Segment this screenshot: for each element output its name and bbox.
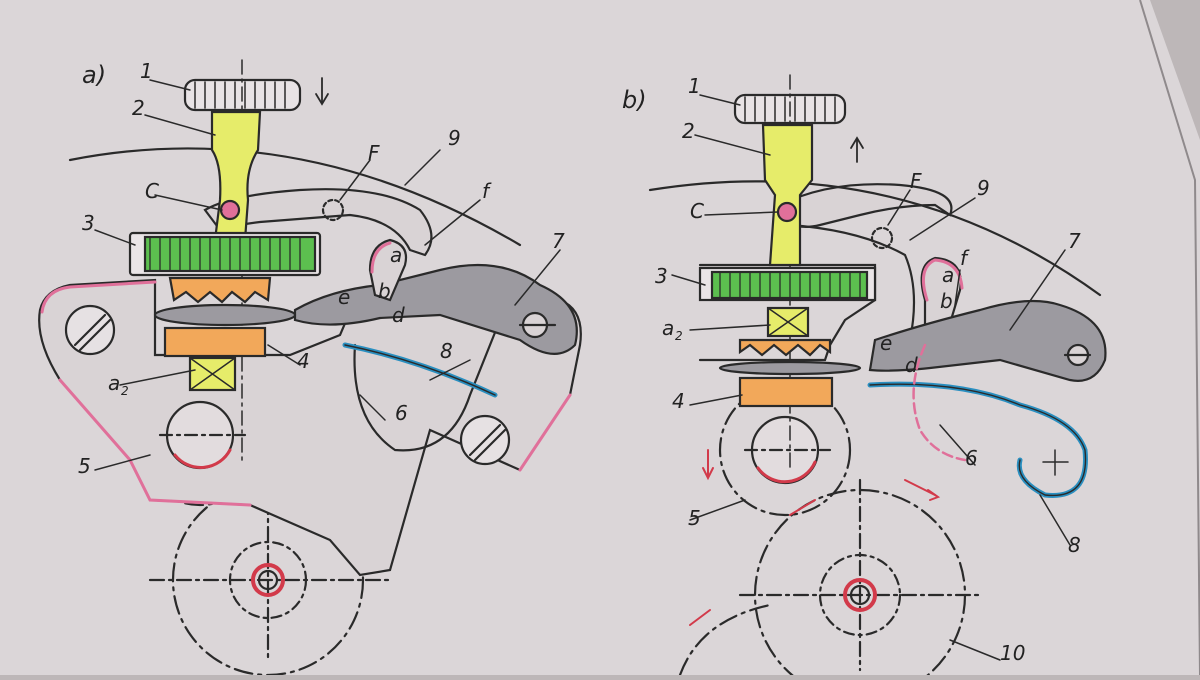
rail-curve-b <box>648 180 1102 297</box>
frame-b <box>698 263 877 362</box>
label-10-b: 10 <box>1000 641 1025 665</box>
label-3-a: 3 <box>82 211 95 235</box>
label-4-a: 4 <box>297 349 310 373</box>
label-C-b: C <box>690 199 704 223</box>
panel-a-labels: a) 1 2 C 3 F 9 f 7 a b e d 4 8 6 a 2 5 <box>78 59 565 478</box>
label-5-b: 5 <box>688 506 701 530</box>
label-7-b: 7 <box>1068 229 1081 253</box>
label-e-a: e <box>338 285 350 309</box>
label-8-a: 8 <box>440 339 453 363</box>
label-5-a: 5 <box>78 454 91 478</box>
label-7-a: 7 <box>552 229 565 253</box>
label-9-a: 9 <box>448 126 461 150</box>
label-f-b: f <box>960 246 970 270</box>
rail-curve-a <box>68 147 522 247</box>
label-a-a: a <box>390 243 402 267</box>
label-a2-sub-a: 2 <box>121 384 129 398</box>
panel-title-b: b) <box>622 86 647 114</box>
label-e-b: e <box>880 331 892 355</box>
pivot-bottom-b <box>843 578 877 612</box>
page-edge <box>1139 0 1200 676</box>
arrow-down-icon <box>315 77 329 106</box>
pivot-F-a <box>321 198 345 222</box>
panel-a <box>38 59 582 677</box>
label-4-b: 4 <box>672 389 685 413</box>
block-4-a <box>163 326 267 358</box>
label-1-b: 1 <box>688 74 701 98</box>
ratchet-a <box>168 276 272 304</box>
pivot-C-a <box>219 199 241 221</box>
label-a2-b: a <box>662 316 674 340</box>
label-f-a: f <box>482 179 492 203</box>
label-3-b: 3 <box>655 264 668 288</box>
label-6-a: 6 <box>395 401 408 425</box>
label-a2-a: a <box>108 371 120 395</box>
ratchet-b <box>738 338 832 357</box>
label-a2-sub-b: 2 <box>675 329 683 343</box>
pawl-ab-a <box>368 238 408 302</box>
label-b-b: b <box>940 289 953 313</box>
label-F-b: F <box>910 169 922 193</box>
label-b-a: b <box>378 279 391 303</box>
arrow-up-icon <box>850 136 864 163</box>
label-9-b: 9 <box>977 176 990 200</box>
label-F-a: F <box>368 141 380 165</box>
label-1-a: 1 <box>140 59 153 83</box>
label-6-b: 6 <box>965 446 978 470</box>
arm-9-a <box>203 188 433 257</box>
pivot-F-b <box>870 226 894 250</box>
label-d-b: d <box>905 353 918 377</box>
label-2-a: 2 <box>132 96 145 120</box>
label-d-a: d <box>392 303 405 327</box>
label-2-b: 2 <box>682 119 695 143</box>
label-a-b: a <box>942 263 954 287</box>
rotation-arrow-icon <box>689 449 941 626</box>
pivot-bottom-a <box>251 563 285 597</box>
lever-7-b <box>868 299 1107 382</box>
pivot-C-b <box>776 201 798 223</box>
block-4-b <box>738 376 834 408</box>
panel-b <box>648 74 1107 680</box>
panel-title-a: a) <box>82 61 106 89</box>
slot-6-a <box>353 318 502 452</box>
lever-6-b <box>912 343 967 462</box>
label-C-a: C <box>145 179 159 203</box>
label-8-b: 8 <box>1068 533 1081 557</box>
panel-b-labels: b) 1 2 C 3 a 2 4 5 F 9 a b f 7 e d 6 8 1… <box>622 74 1081 665</box>
shaft-2-b <box>761 123 814 267</box>
plate-5-a <box>38 278 582 577</box>
